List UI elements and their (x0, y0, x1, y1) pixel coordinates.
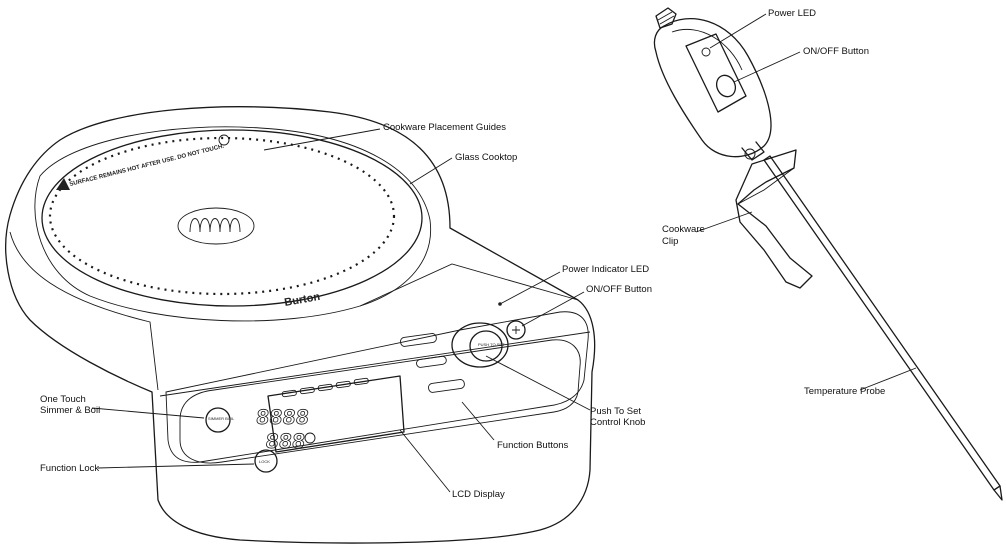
induction-cooktop: SURFACE REMAINS HOT AFTER USE. DO NOT TO… (5, 106, 596, 544)
svg-text:SIMMER BOIL: SIMMER BOIL (208, 416, 235, 421)
cooktop-rim (34, 126, 432, 322)
label-control-knob: Control Knob (590, 417, 645, 428)
label-push-to-set: Push To Set (590, 406, 641, 417)
temperature-probe-rod (763, 155, 1001, 491)
panel-face (179, 339, 581, 464)
svg-text:LOCK: LOCK (259, 459, 270, 464)
cooktop-labels: Cookware Placement Guides Glass Cooktop … (40, 122, 652, 500)
label-function-buttons: Function Buttons (497, 440, 569, 451)
svg-text:PUSH TO SET: PUSH TO SET (478, 342, 505, 347)
svg-text:888: 888 (264, 430, 306, 455)
simmer-boil-button[interactable]: SIMMER BOIL (205, 407, 235, 433)
warning-triangle-icon (56, 178, 70, 190)
cookware-clip (735, 149, 813, 289)
svg-text:8888: 8888 (255, 406, 310, 431)
temperature-probe-device (653, 7, 1003, 501)
cookware-placement-guides (48, 136, 396, 296)
function-button-3[interactable] (428, 379, 465, 393)
warning-band: SURFACE REMAINS HOT AFTER USE. DO NOT TO… (56, 134, 230, 190)
label-simmer-boil: Simmer & Boil (40, 405, 100, 416)
probe-leaders (695, 13, 917, 391)
label-function-lock: Function Lock (40, 463, 99, 474)
warning-text: SURFACE REMAINS HOT AFTER USE. DO NOT TO… (69, 144, 225, 188)
timer-clock-icon (304, 432, 316, 444)
label-probe-power-led: Power LED (768, 8, 816, 19)
heat-coil-emblem (177, 207, 255, 245)
label-glass-cooktop: Glass Cooktop (455, 152, 517, 163)
label-power-indicator-led: Power Indicator LED (562, 264, 649, 275)
push-to-set-control-knob[interactable]: PUSH TO SET (451, 322, 509, 368)
base-side (9, 231, 159, 391)
label-temperature-probe: Temperature Probe (804, 386, 885, 397)
function-buttons (400, 333, 465, 393)
label-cookware: Cookware (662, 224, 705, 235)
probe-handle (653, 18, 772, 158)
function-button-1[interactable] (400, 333, 437, 347)
label-cooktop-on-off: ON/OFF Button (586, 284, 652, 295)
label-lcd-display: LCD Display (452, 489, 505, 500)
label-clip: Clip (662, 236, 678, 247)
function-button-2[interactable] (416, 355, 447, 368)
probe-labels: Power LED ON/OFF Button Cookware Clip Te… (662, 8, 885, 397)
probe-power-led (701, 47, 711, 57)
label-probe-on-off: ON/OFF Button (803, 46, 869, 57)
lock-button[interactable]: LOCK (254, 449, 278, 473)
probe-control-window (685, 33, 747, 113)
label-placement-guides: Cookware Placement Guides (383, 122, 506, 133)
brand-logo: Burton (283, 291, 321, 309)
label-one-touch: One Touch (40, 394, 86, 405)
cooktop-leaders (91, 128, 591, 493)
hot-surface-icon (218, 134, 230, 146)
control-panel (165, 311, 589, 463)
probe-on-off-button[interactable] (713, 72, 739, 100)
lcd-display: 8888 888 (254, 375, 405, 455)
cooktop-on-off-button[interactable] (506, 320, 526, 340)
glass-cooktop (41, 129, 423, 307)
probe-cap (655, 7, 677, 29)
cooktop-body (5, 106, 596, 544)
